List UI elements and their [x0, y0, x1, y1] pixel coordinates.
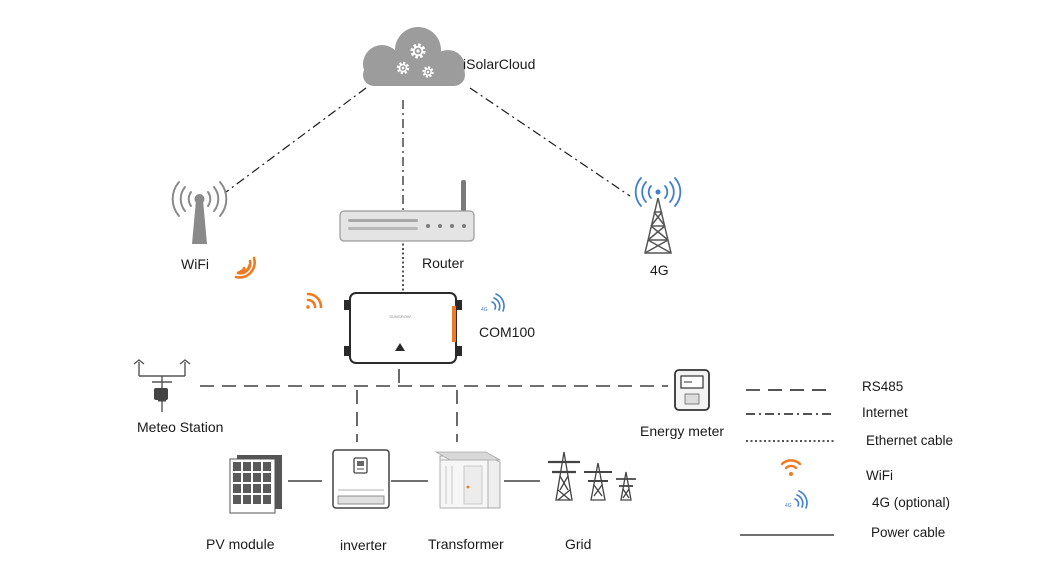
logger-brand-text: SUNGROW — [389, 314, 411, 319]
cell-tower-icon — [634, 177, 682, 254]
cloud-gear-icon — [363, 27, 465, 86]
logger-wifi-signal-icon — [306, 292, 323, 309]
energy-meter-icon — [674, 369, 710, 411]
label-transformer: Transformer — [428, 536, 504, 552]
data-logger-icon: SUNGROW — [344, 292, 462, 364]
rs485-links — [200, 369, 668, 442]
cloud-to-wifi-link — [225, 87, 367, 193]
transformer-icon — [434, 451, 502, 509]
legend-label-wifi: WiFi — [866, 468, 893, 483]
label-com100: COM100 — [479, 324, 536, 340]
legend-label-4g: 4G (optional) — [872, 495, 951, 510]
pylon-large — [548, 451, 580, 501]
label-grid: Grid — [565, 536, 592, 552]
pylon-medium — [584, 462, 612, 501]
solar-panel-icon — [229, 455, 282, 514]
legend-wifi-icon — [780, 459, 802, 476]
label-4g: 4G — [650, 262, 669, 278]
label-energy-meter: Energy meter — [640, 423, 725, 439]
wifi-tower-icon — [171, 181, 228, 244]
label-meteo-station: Meteo Station — [137, 419, 224, 435]
legend-label-power: Power cable — [871, 525, 946, 540]
wifi-signal-icon — [234, 256, 256, 279]
label-isolarcloud: iSolarCloud — [463, 56, 536, 72]
pylon-small — [616, 471, 636, 501]
inverter-icon — [332, 449, 390, 509]
legend-label-ethernet: Ethernet cable — [866, 433, 954, 448]
label-pv-module: PV module — [206, 536, 275, 552]
cloud-to-4g-link — [469, 87, 631, 197]
logger-4g-signal-icon: 4G — [481, 293, 505, 313]
pylon-icon — [548, 451, 636, 501]
label-router: Router — [422, 255, 465, 271]
label-wifi: WiFi — [181, 256, 209, 272]
legend-label-internet: Internet — [862, 405, 908, 420]
weather-station-icon — [133, 359, 191, 412]
legend-label-rs485: RS485 — [862, 379, 904, 394]
logger-4g-tag: 4G — [481, 307, 488, 313]
internet-links — [225, 87, 631, 210]
router-icon — [339, 180, 475, 242]
legend-4g-tag: 4G — [785, 503, 792, 509]
label-inverter: inverter — [340, 537, 387, 553]
legend: 4G — [740, 389, 834, 536]
legend-4g-icon: 4G — [785, 490, 808, 509]
